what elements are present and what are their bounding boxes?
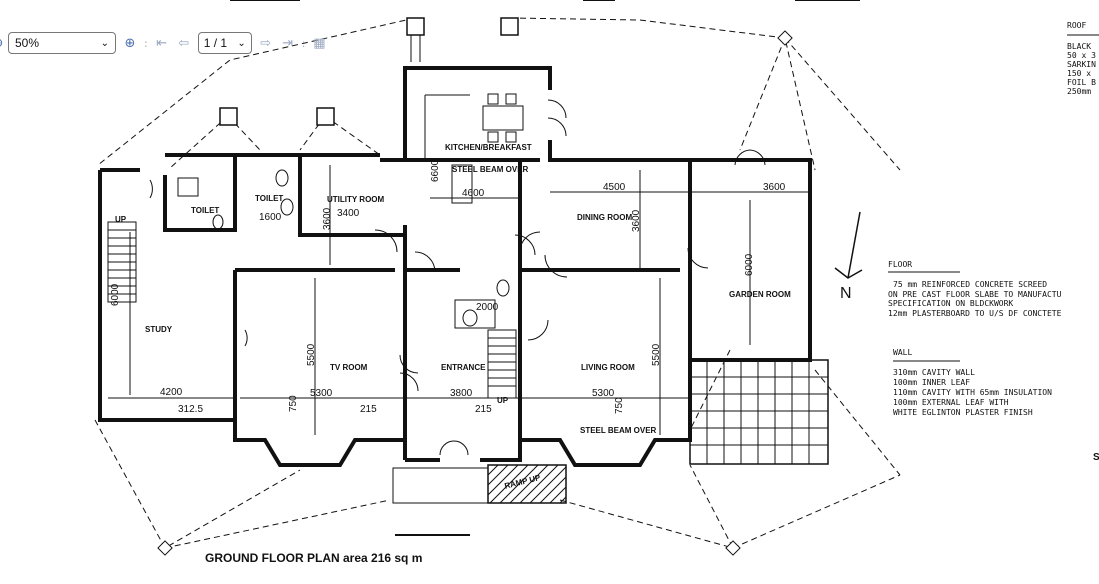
room-label-study: STUDY [145, 325, 173, 334]
wall-line: 310mm CAVITY WALL [893, 368, 975, 377]
wall-line: 100mm INNER LEAF [893, 378, 970, 387]
dim-2000: 2000 [476, 302, 499, 313]
dim-3600-utility: 3600 [322, 207, 333, 230]
roof-line: 50 x 3 [1067, 51, 1096, 60]
dim-312-5: 312.5 [178, 404, 203, 415]
study-stairs [107, 221, 137, 303]
dim-3600-dining: 3600 [631, 209, 642, 232]
dim-5500-living: 5500 [651, 343, 662, 366]
toolbar-separator: : [144, 36, 148, 50]
ramp-label: RAMP UP [504, 473, 542, 491]
stair-up-label-2: UP [497, 396, 509, 405]
dim-3800: 3800 [450, 388, 473, 399]
toolbar-separator: : [301, 36, 306, 50]
roof-line: BLACK [1067, 42, 1091, 51]
zoom-select[interactable]: 50% ⌄ [8, 32, 116, 54]
steel-beam-label-bottom: STEEL BEAM OVER [580, 426, 657, 435]
page-value: 1 / 1 [203, 36, 228, 50]
dim-3600-garden: 3600 [763, 182, 786, 193]
dim-5300-living: 5300 [592, 388, 615, 399]
dim-5300-tv: 5300 [310, 388, 333, 399]
stair-up-label-1: UP [115, 215, 127, 224]
viewer-toolbar: ⊖ 50% ⌄ ⊕ : ⇤ ⇦ 1 / 1 ⌄ ⇨ ⇥ : ▦ [0, 30, 327, 56]
zoom-out-icon[interactable]: ⊖ [0, 34, 3, 52]
north-label: N [840, 285, 852, 302]
dim-6000-study: 6000 [110, 283, 121, 306]
dim-5500-tv: 5500 [306, 343, 317, 366]
dim-1600: 1600 [259, 212, 282, 223]
north-arrow [834, 211, 863, 279]
roof-line: 150 x [1067, 69, 1091, 78]
floor-line: SPECIFICATION ON BLDCKWORK [888, 299, 1013, 308]
room-label-toilet-2: TOILET [255, 194, 283, 203]
wall-line: 110mm CAVITY WITH 65mm INSULATION [893, 388, 1052, 397]
dim-6600: 6600 [430, 159, 441, 182]
chevron-down-icon: ⌄ [237, 37, 246, 49]
edge-letter: S [1093, 452, 1099, 463]
floor-line: 75 mm REINFORCED CONCRETE SCREED [893, 280, 1047, 289]
last-page-icon[interactable]: ⇥ [282, 35, 294, 51]
zoom-value: 50% [15, 36, 40, 50]
floor-line: ON PRE CAST FLOOR SLABE TO MANUFACTU [888, 290, 1062, 299]
room-label-utility: UTILITY ROOM [327, 195, 385, 204]
dining-table [482, 105, 524, 131]
room-label-entrance: ENTRANCE [441, 363, 486, 372]
floor-heading: FLOOR [888, 260, 912, 269]
dim-750-b: 750 [614, 397, 625, 414]
chevron-down-icon: ⌄ [100, 37, 109, 49]
drawing-title: GROUND FLOOR PLAN area 216 sq m [205, 551, 422, 565]
walls [98, 66, 812, 467]
prev-page-icon[interactable]: ⇦ [178, 35, 190, 51]
first-page-icon[interactable]: ⇤ [156, 35, 168, 51]
room-label-living: LIVING ROOM [581, 363, 635, 372]
room-label-dining: DINING ROOM [577, 213, 632, 222]
zoom-in-icon[interactable]: ⊕ [124, 35, 136, 51]
thumbnails-icon[interactable]: ▦ [313, 35, 326, 51]
dim-4500: 4500 [603, 182, 626, 193]
room-label-kitchen: KITCHEN/BREAKFAST [445, 143, 532, 152]
dim-750-a: 750 [288, 395, 299, 412]
wall-line: 100mm EXTERNAL LEAF WITH [893, 398, 1009, 407]
wall-heading: WALL [893, 348, 912, 357]
wall-line: WHITE EGLINTON PLASTER FINISH [893, 408, 1033, 417]
roof-line: FOIL B [1067, 78, 1096, 87]
dim-215-b: 215 [475, 404, 492, 415]
page-select[interactable]: 1 / 1 ⌄ [197, 32, 252, 54]
dim-4600: 4600 [462, 188, 485, 199]
dim-4200: 4200 [160, 387, 183, 398]
roof-heading: ROOF [1067, 21, 1086, 30]
dim-215-a: 215 [360, 404, 377, 415]
dim-3400: 3400 [337, 208, 360, 219]
entrance-stairs [487, 329, 517, 399]
roof-line: 250mm [1067, 87, 1091, 96]
roof-line: SARKIN [1067, 60, 1096, 69]
room-label-toilet-1: TOILET [191, 206, 219, 215]
dim-6000-garden: 6000 [744, 253, 755, 276]
room-label-garden: GARDEN ROOM [729, 290, 791, 299]
room-label-tv: TV ROOM [330, 363, 368, 372]
next-page-icon[interactable]: ⇨ [260, 35, 272, 51]
steel-beam-label-top: STEEL BEAM OVER [452, 165, 529, 174]
floor-line: 12mm PLASTERBOARD TO U/S DF CONCTETE [888, 309, 1062, 318]
patio-grid [689, 359, 829, 465]
